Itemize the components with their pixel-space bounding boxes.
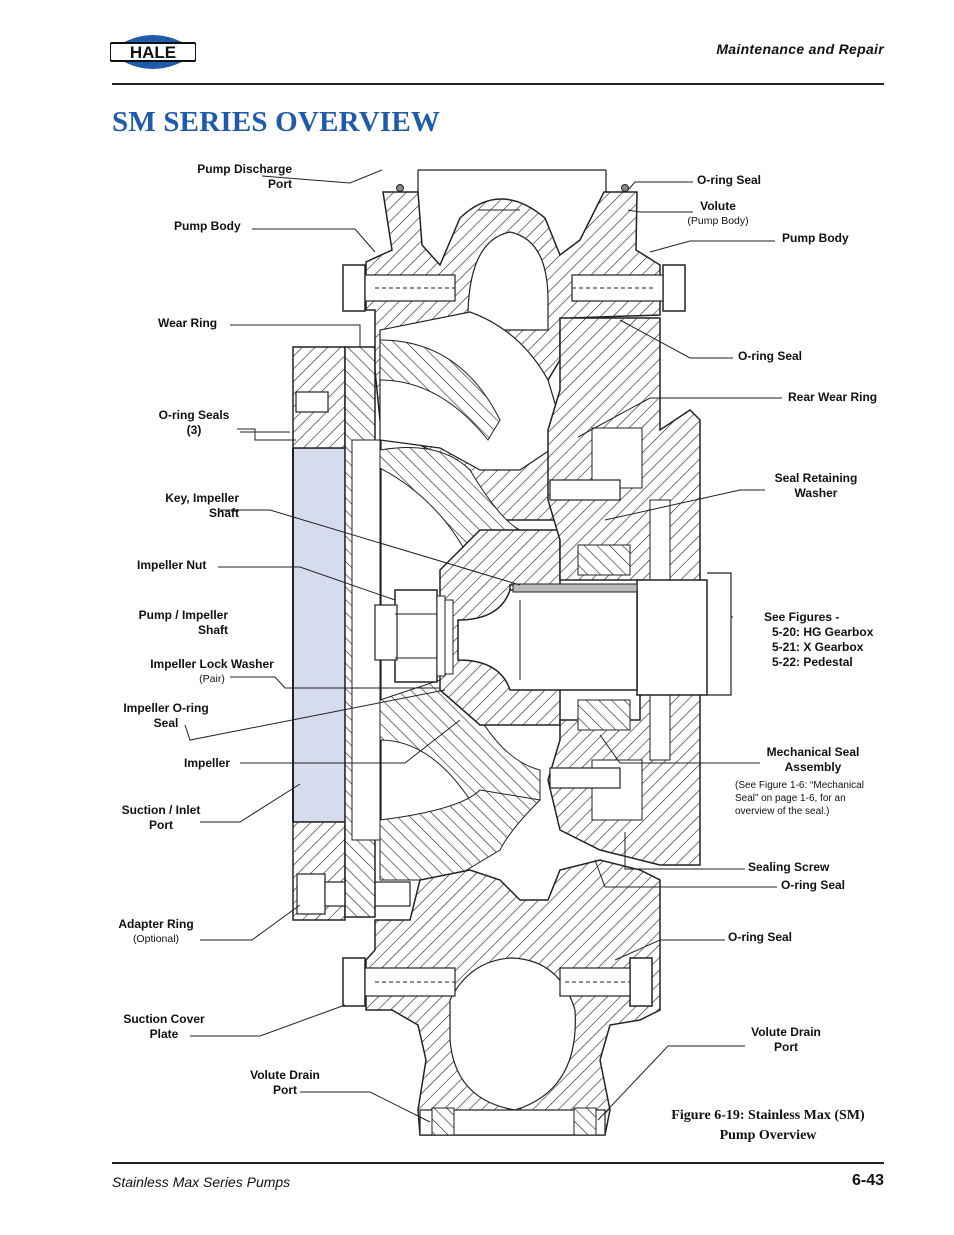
label-text: Seal Retaining Washer	[774, 471, 858, 500]
footer-rule	[112, 1162, 884, 1164]
see-figures-title: See Figures -	[764, 610, 840, 624]
mechanical-seal-note: (See Figure 1-6: “Mechanical Seal” on pa…	[735, 780, 864, 817]
label-mechanical-seal-assembly: Mechanical Seal Assembly	[755, 745, 871, 775]
label-volute-drain-port-right: Volute Drain Port	[745, 1025, 827, 1055]
figure-caption: Figure 6-19: Stainless Max (SM) Pump Ove…	[671, 1108, 865, 1143]
label-text: Pump Discharge Port	[197, 162, 292, 191]
label-text: Suction Cover Plate	[123, 1012, 205, 1041]
bolt-head-upper-left	[342, 264, 366, 312]
label-text: Suction / Inlet Port	[121, 803, 201, 832]
label-impeller-oring-seal: Impeller O-ring Seal	[117, 701, 215, 731]
label-text: Volute Drain Port	[250, 1068, 320, 1097]
label-pump-impeller-shaft: Pump / Impeller Shaft	[120, 608, 228, 638]
see-figures-pedestal: 5-22: Pedestal	[772, 655, 853, 669]
label-wear-ring: Wear Ring	[158, 316, 218, 330]
suction-inlet-area	[292, 447, 346, 823]
label-text: Impeller O-ring Seal	[123, 701, 209, 730]
bolt-head-upper-right	[662, 264, 686, 312]
label-pump-body-left: Pump Body	[174, 219, 241, 233]
pump-impeller-shaft	[457, 589, 638, 691]
label-adapter-ring: Adapter Ring (Optional)	[112, 917, 200, 947]
label-oring-seal-bottom: O-ring Seal	[728, 930, 793, 944]
gearbox-block	[636, 579, 708, 696]
label-oring-seal-lower: O-ring Seal	[781, 878, 846, 892]
footer-document-title: Stainless Max Series Pumps	[112, 1174, 291, 1190]
label-rear-wear-ring: Rear Wear Ring	[788, 390, 878, 404]
header-rule	[112, 83, 884, 85]
label-pump-body-right: Pump Body	[782, 231, 849, 245]
label-sub: (Optional)	[132, 933, 180, 945]
label-see-figures: See Figures - 5-20: HG Gearbox 5-21: X G…	[764, 610, 873, 670]
label-text: Impeller Lock Washer	[150, 657, 274, 671]
bolt-head-lower-right	[629, 957, 653, 1007]
label-text: Volute Drain Port	[751, 1025, 821, 1054]
label-sub: (Pair)	[199, 673, 225, 685]
shaft-key	[512, 583, 638, 593]
label-text: Mechanical Seal Assembly	[766, 745, 860, 774]
label-pump-discharge-port: Pump Discharge Port	[170, 162, 292, 192]
impeller-nut	[394, 589, 438, 683]
label-text: O-ring Seals (3)	[158, 408, 230, 437]
logo-text: HALE	[130, 43, 176, 62]
see-figures-x: 5-21: X Gearbox	[772, 640, 864, 654]
label-suction-inlet-port: Suction / Inlet Port	[115, 803, 207, 833]
see-figures-hg: 5-20: HG Gearbox	[772, 625, 874, 639]
label-text: Adapter Ring	[118, 917, 194, 931]
label-key-impeller-shaft: Key, Impeller Shaft	[140, 491, 239, 521]
label-oring-seal-top: O-ring Seal	[697, 173, 762, 187]
label-suction-cover-plate: Suction Cover Plate	[117, 1012, 211, 1042]
label-volute: Volute (Pump Body)	[680, 199, 756, 229]
label-sealing-screw: Sealing Screw	[748, 860, 830, 874]
label-oring-seals-3: O-ring Seals (3)	[152, 408, 236, 438]
label-impeller: Impeller	[184, 756, 231, 770]
label-text: Key, Impeller Shaft	[165, 491, 239, 520]
label-volute-drain-port-left: Volute Drain Port	[243, 1068, 327, 1098]
label-impeller-lock-washer: Impeller Lock Washer (Pair)	[144, 657, 280, 687]
label-impeller-nut: Impeller Nut	[137, 558, 207, 572]
label-oring-seal-mid: O-ring Seal	[738, 349, 803, 363]
header-section-title: Maintenance and Repair	[716, 41, 884, 57]
label-text: Pump / Impeller Shaft	[138, 608, 228, 637]
label-seal-retaining-washer: Seal Retaining Washer	[762, 471, 870, 501]
page-title: SM SERIES OVERVIEW	[112, 106, 441, 138]
label-volute-sub: (Pump Body)	[687, 215, 749, 227]
label-volute-text: Volute	[700, 199, 736, 213]
bolt-head-lower-left	[342, 957, 366, 1007]
page-number: 6-43	[851, 1172, 884, 1189]
